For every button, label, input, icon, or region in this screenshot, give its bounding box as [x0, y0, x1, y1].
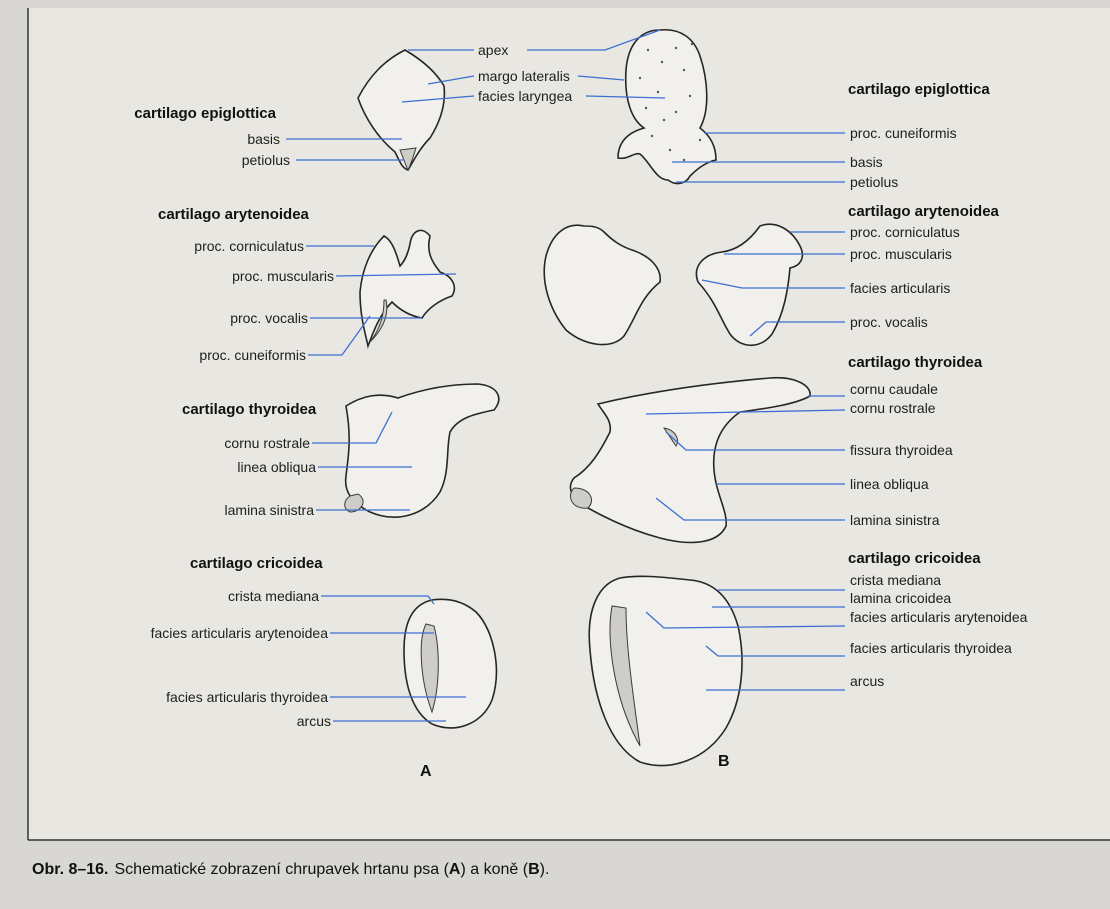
caption-a: A	[449, 861, 461, 878]
label-a-cornu-rostrale: cornu rostrale	[224, 435, 310, 451]
label-b-vocalis: proc. vocalis	[850, 314, 928, 330]
label-a-petiolus: petiolus	[242, 152, 290, 168]
label-facies-laryngea: facies laryngea	[478, 88, 572, 104]
drawing-a-cricoid	[404, 599, 496, 728]
label-b-petiolus: petiolus	[850, 174, 898, 190]
caption-number: Obr. 8–16.	[32, 861, 109, 878]
title-b-epiglottica: cartilago epiglottica	[848, 81, 990, 98]
label-b-corniculatus: proc. corniculatus	[850, 224, 960, 240]
label-a-basis: basis	[247, 131, 280, 147]
title-b-thyroidea: cartilago thyroidea	[848, 354, 983, 371]
label-b-cuneiformis: proc. cuneiformis	[850, 125, 957, 141]
label-a-lamina-sinistra: lamina sinistra	[225, 502, 315, 518]
label-a-fac-arytenoidea: facies articularis arytenoidea	[151, 625, 329, 641]
panel-letter-b: B	[718, 753, 730, 770]
label-a-muscularis: proc. muscularis	[232, 268, 334, 284]
caption-text-2: ) a koně (	[460, 861, 528, 878]
label-a-corniculatus: proc. corniculatus	[194, 238, 304, 254]
label-a-fac-thyroidea: facies articularis thyroidea	[166, 689, 328, 705]
title-b-arytenoidea: cartilago arytenoidea	[848, 203, 1000, 220]
label-a-crista-mediana: crista mediana	[228, 588, 319, 604]
label-b-cornu-caudale: cornu caudale	[850, 381, 938, 397]
label-b-linea-obliqua: linea obliqua	[850, 476, 929, 492]
title-a-thyroidea: cartilago thyroidea	[182, 401, 317, 418]
caption-text-1: Schematické zobrazení chrupavek hrtanu p…	[115, 861, 450, 878]
label-a-cuneiformis: proc. cuneiformis	[199, 347, 306, 363]
label-b-lamina-cricoidea: lamina cricoidea	[850, 590, 951, 606]
title-a-cricoidea: cartilago cricoidea	[190, 555, 323, 572]
label-b-fac-thyroidea: facies articularis thyroidea	[850, 640, 1012, 656]
label-a-arcus: arcus	[297, 713, 331, 729]
panel-letter-a: A	[420, 763, 432, 780]
caption-b: B	[528, 861, 540, 878]
label-b-basis: basis	[850, 154, 883, 170]
label-b-fissura: fissura thyroidea	[850, 442, 953, 458]
label-b-cornu-rostrale: cornu rostrale	[850, 400, 936, 416]
label-apex: apex	[478, 42, 508, 58]
label-b-fac-arytenoidea: facies articularis arytenoidea	[850, 609, 1028, 625]
title-a-epiglottica: cartilago epiglottica	[134, 105, 276, 122]
label-a-vocalis: proc. vocalis	[230, 310, 308, 326]
title-b-cricoidea: cartilago cricoidea	[848, 550, 981, 567]
label-a-linea-obliqua: linea obliqua	[237, 459, 316, 475]
caption-text-3: ).	[540, 861, 550, 878]
label-b-lamina-sinistra: lamina sinistra	[850, 512, 940, 528]
label-b-crista-mediana: crista mediana	[850, 572, 941, 588]
title-a-arytenoidea: cartilago arytenoidea	[158, 206, 310, 223]
label-margo-lateralis: margo lateralis	[478, 68, 570, 84]
label-b-facies-articularis: facies articularis	[850, 280, 950, 296]
label-b-arcus: arcus	[850, 673, 884, 689]
label-b-muscularis: proc. muscularis	[850, 246, 952, 262]
